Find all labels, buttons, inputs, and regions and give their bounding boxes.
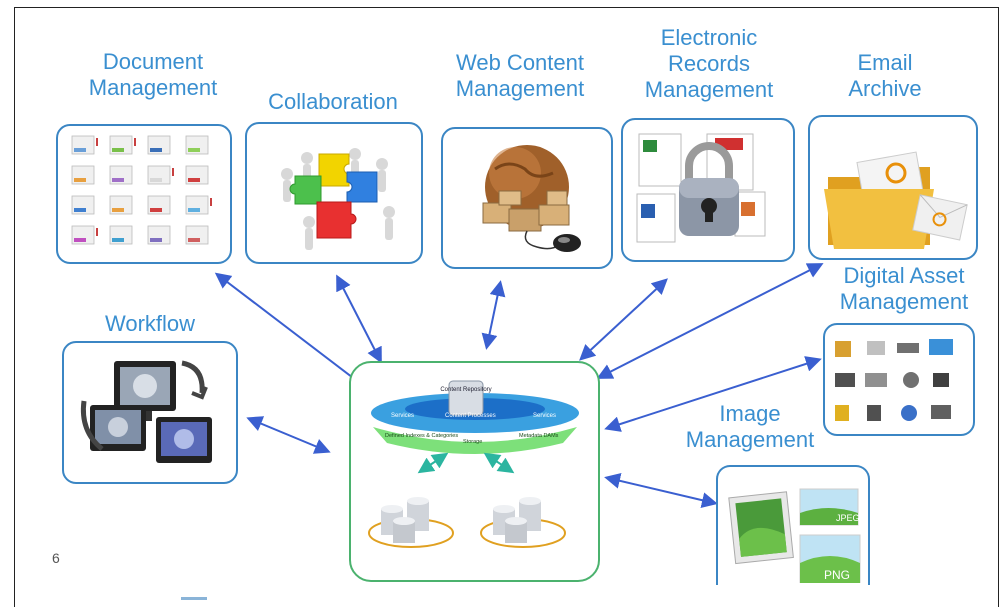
- arrow-web-content: [481, 280, 506, 350]
- email-folder-icon: [824, 151, 968, 249]
- document-files-icon: [71, 135, 212, 245]
- hub-storage: Storage: [463, 439, 482, 445]
- label-electronic-records-management: Electronic Records Management: [644, 25, 774, 102]
- arrow-email: [596, 263, 824, 379]
- jpeg-tag: JPEG: [836, 513, 860, 523]
- globe-packages-icon: [482, 145, 581, 252]
- workflow-monitors-icon: [80, 360, 212, 463]
- electronic-records-box: [621, 118, 795, 262]
- label-document-management: Document Management: [88, 49, 218, 100]
- hub-defined-indexes: Defined Indexes & Categories: [385, 433, 458, 439]
- collaboration-box: [245, 122, 423, 264]
- image-files-icon: JPEG PNG: [728, 488, 861, 584]
- image-management-box: JPEG PNG: [716, 465, 870, 585]
- digital-asset-box: [823, 323, 975, 436]
- hub-services-left: Services: [391, 413, 414, 419]
- workflow-box: [62, 341, 238, 484]
- page-number: 6: [52, 550, 60, 566]
- hub-services-right: Services: [533, 413, 556, 419]
- arrow-document: [214, 272, 369, 390]
- arrow-image: [604, 472, 718, 509]
- label-image-management: Image Management: [685, 401, 815, 452]
- arrow-records: [579, 278, 668, 361]
- content-repository-hub: Content Repository Services Content Proc…: [349, 361, 600, 582]
- footer-mark: [181, 597, 207, 600]
- records-lock-icon: [636, 133, 766, 243]
- arrow-workflow: [246, 416, 331, 454]
- storage-disks-right: [480, 497, 566, 548]
- hub-content-processes: Content Processes: [445, 413, 496, 419]
- web-content-box: [441, 127, 613, 269]
- label-web-content-management: Web Content Management: [455, 50, 585, 101]
- hub-content-repository: Content Repository: [440, 387, 491, 393]
- png-tag: PNG: [824, 568, 850, 582]
- arrow-collaboration: [336, 274, 382, 364]
- hub-metadata-dams: Metadata DAMs: [519, 433, 559, 439]
- hub-diagram: Content Repository Services Content Proc…: [368, 380, 579, 548]
- storage-disks-left: [368, 497, 454, 548]
- email-archive-box: [808, 115, 978, 260]
- media-icons-grid: [835, 339, 953, 421]
- label-digital-asset-management: Digital Asset Management: [839, 263, 969, 314]
- document-management-box: [56, 124, 232, 264]
- label-collaboration: Collaboration: [268, 89, 398, 114]
- label-workflow: Workflow: [104, 311, 196, 336]
- arrow-digital-asset: [604, 356, 822, 432]
- label-email-archive: Email Archive: [848, 50, 922, 101]
- puzzle-people-icon: [281, 148, 395, 250]
